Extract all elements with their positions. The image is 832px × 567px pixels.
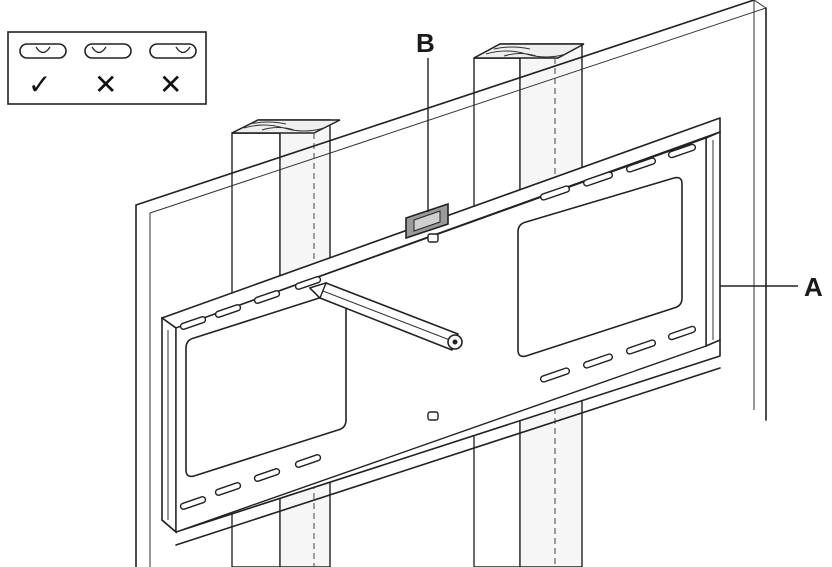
callout-label-a: A (804, 272, 823, 302)
bubble-level (405, 202, 449, 240)
legend-level-correct: ✓ (19, 43, 67, 101)
legend-level-incorrect-1: ✕ (84, 43, 132, 101)
check-icon: ✓ (28, 68, 51, 101)
cross-icon: ✕ (159, 68, 182, 101)
cross-icon: ✕ (94, 68, 117, 101)
level-legend: ✓ ✕ ✕ (7, 31, 207, 105)
legend-level-incorrect-2: ✕ (149, 43, 197, 101)
callout-label-b: B (416, 28, 435, 58)
pencil (308, 281, 463, 351)
